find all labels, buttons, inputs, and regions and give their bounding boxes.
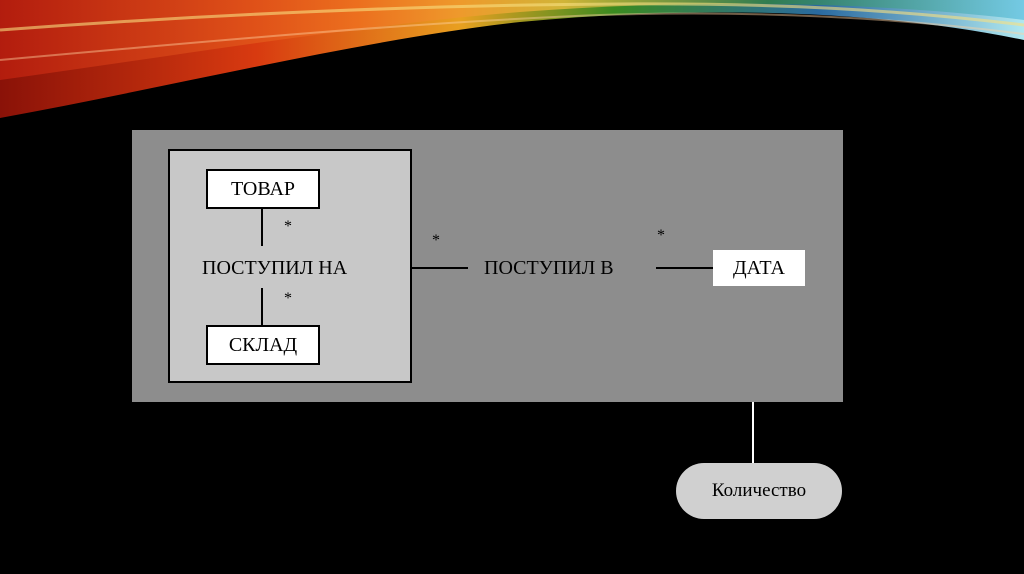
entity-data: ДАТА bbox=[713, 250, 805, 286]
relationship-postupil-v: ПОСТУПИЛ В bbox=[484, 257, 614, 279]
entity-data-label: ДАТА bbox=[733, 256, 785, 279]
attribute-label: Количество bbox=[711, 480, 807, 501]
cardinality-data: * bbox=[657, 227, 665, 244]
connector-relationship-sklad bbox=[261, 288, 263, 325]
cardinality-sklad: * bbox=[284, 290, 292, 307]
connector-tovar-relationship bbox=[261, 209, 263, 246]
cardinality-tovar: * bbox=[284, 218, 292, 235]
connector-attribute bbox=[752, 402, 754, 464]
entity-sklad-label: СКЛАД bbox=[228, 333, 298, 356]
entity-sklad: СКЛАД bbox=[206, 325, 320, 365]
relationship-postupil-na: ПОСТУПИЛ НА bbox=[202, 257, 348, 279]
attribute-kolichestvo: Количество bbox=[676, 463, 842, 519]
entity-tovar: ТОВАР bbox=[206, 169, 320, 209]
cardinality-aggregate: * bbox=[432, 232, 440, 249]
decorative-banner bbox=[0, 0, 1024, 118]
connector-postupil-v-data bbox=[656, 267, 713, 269]
connector-aggregate-postupil-v bbox=[412, 267, 468, 269]
entity-tovar-label: ТОВАР bbox=[230, 177, 296, 200]
